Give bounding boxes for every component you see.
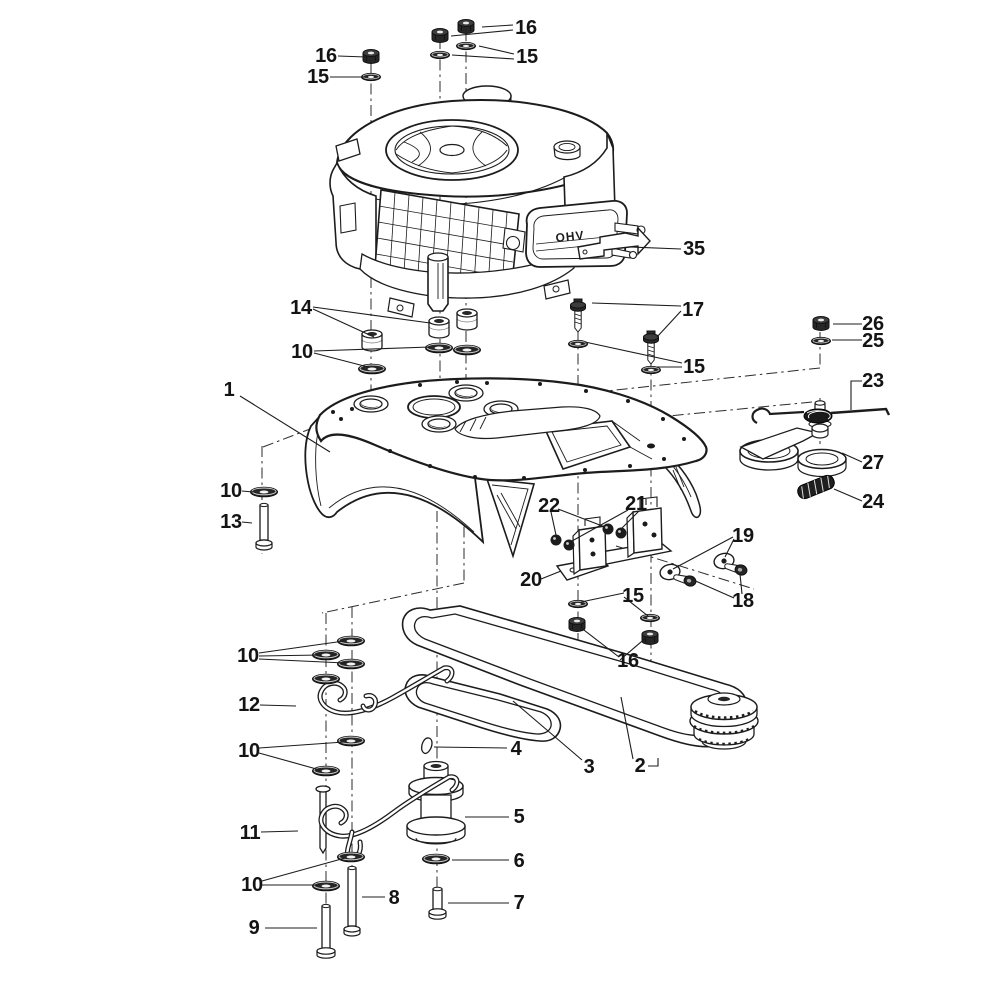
callout-label-18-22: 18 (732, 590, 754, 612)
callout-label-11-31: 11 (239, 822, 261, 844)
callout-label-20-20: 20 (520, 569, 542, 591)
callout-label-16-0: 16 (315, 45, 337, 67)
engine-bracket (555, 496, 673, 581)
bolt-13 (255, 502, 273, 551)
leader-lines (239, 24, 863, 929)
bolt-7 (428, 886, 447, 920)
bolts (255, 502, 447, 959)
callout-label-26-7: 26 (862, 313, 884, 335)
engine-pulley (689, 692, 759, 750)
callout-label-17-6: 17 (682, 299, 704, 321)
callout-label-16-2: 16 (515, 17, 537, 39)
engine-brand-text: OHV (555, 228, 585, 245)
throttle-lever (577, 226, 651, 260)
callout-label-15-1: 15 (307, 66, 329, 88)
callout-label-35-4: 35 (683, 238, 705, 260)
callout-label-10-33: 10 (241, 874, 263, 896)
callout-label-3-28: 3 (583, 756, 595, 778)
callout-label-23-11: 23 (862, 370, 884, 392)
engine-assembly: OHV (329, 85, 651, 318)
callout-label-15-21: 15 (622, 585, 644, 607)
callout-label-19-19: 19 (732, 525, 754, 547)
callout-label-21-18: 21 (625, 493, 647, 515)
wire-clips (315, 665, 460, 862)
tension-spring (751, 407, 891, 424)
callout-label-6-32: 6 (513, 850, 525, 872)
callout-label-27-13: 27 (862, 452, 884, 474)
callout-label-12-25: 12 (238, 694, 260, 716)
callout-label-14-5: 14 (290, 297, 312, 319)
callout-label-10-14: 10 (220, 480, 242, 502)
callout-label-10-24: 10 (237, 645, 259, 667)
callout-label-10-26: 10 (238, 740, 260, 762)
callout-label-10-9: 10 (291, 341, 313, 363)
idler-roller (797, 474, 835, 500)
drive-belt-short (404, 674, 562, 742)
callout-label-15-3: 15 (516, 46, 538, 68)
callout-label-15-10: 15 (683, 356, 705, 378)
callout-label-4-27: 4 (510, 738, 522, 760)
callout-label-13-16: 13 (220, 511, 242, 533)
callout-label-9-36: 9 (248, 917, 260, 939)
callout-label-7-35: 7 (513, 892, 525, 914)
deck-cover (304, 377, 708, 559)
callout-label-2-29: 2 (634, 755, 646, 777)
callout-label-25-8: 25 (862, 330, 884, 352)
bolt-9 (316, 903, 336, 959)
callout-label-22-17: 22 (538, 495, 560, 517)
bolt-8 (343, 865, 361, 937)
woodruff-key (420, 737, 433, 755)
idler-assembly (739, 400, 891, 500)
callout-label-16-23: 16 (617, 650, 639, 672)
callout-label-1-12: 1 (223, 379, 235, 401)
callout-label-5-30: 5 (513, 806, 525, 828)
crankshaft (427, 252, 449, 312)
idler-arm (739, 427, 820, 460)
callout-label-8-34: 8 (388, 887, 400, 909)
callout-label-24-15: 24 (862, 491, 884, 513)
clip-12 (317, 665, 455, 716)
